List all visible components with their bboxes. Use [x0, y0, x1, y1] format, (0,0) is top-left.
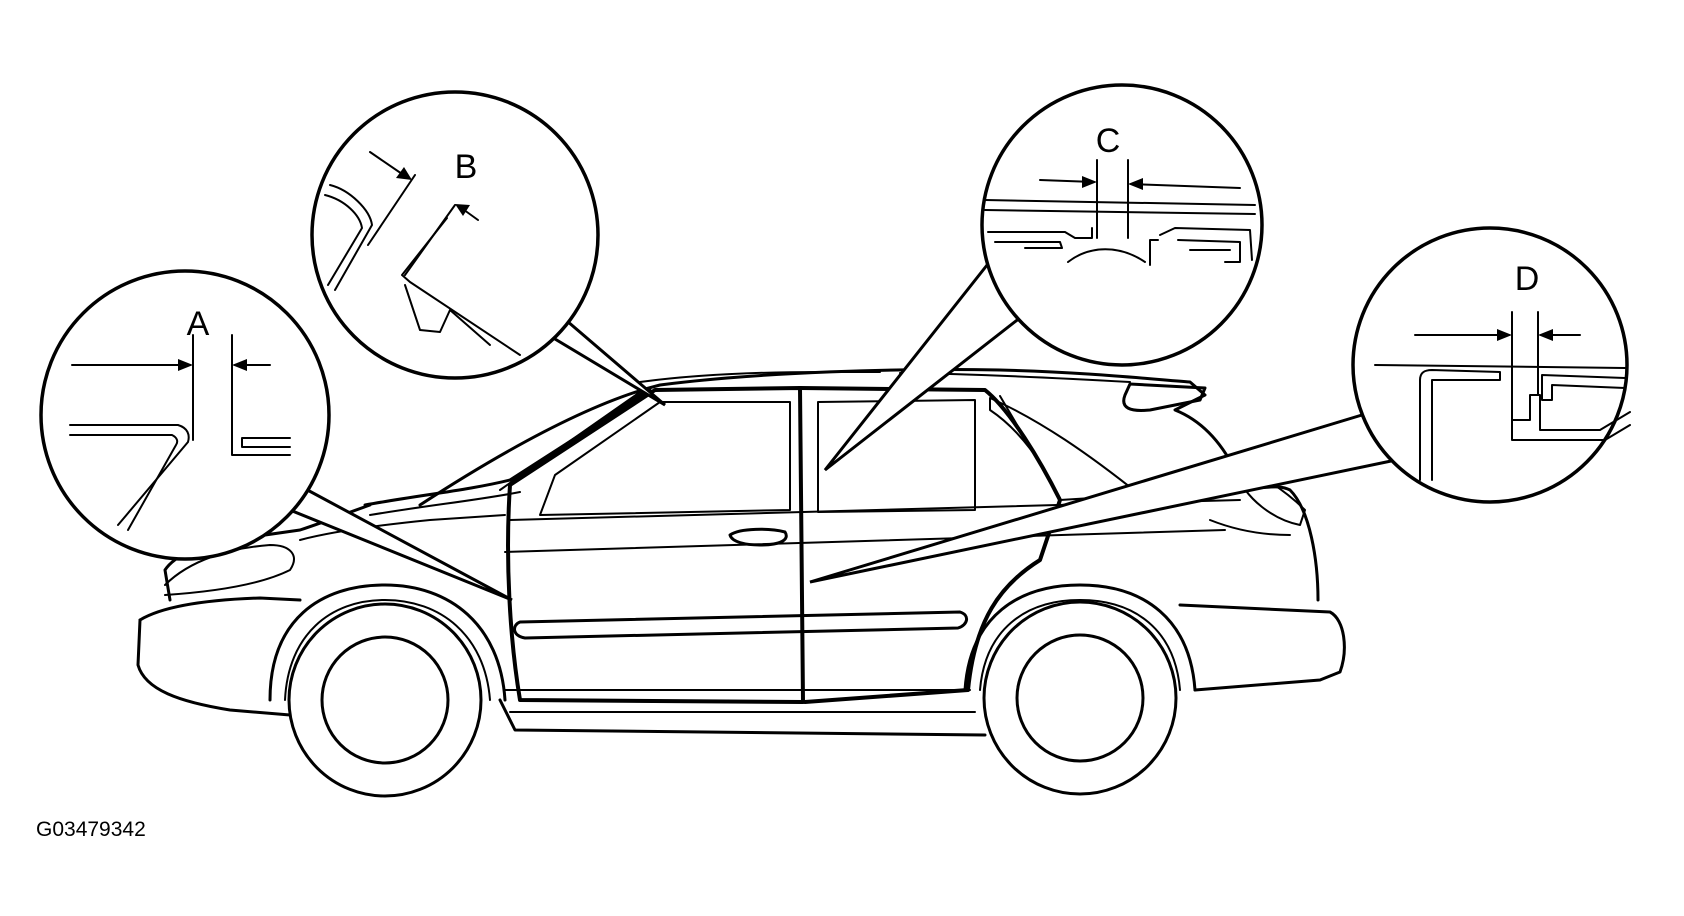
rear-quarter — [1209, 519, 1291, 536]
figure-id: G03479342 — [36, 818, 146, 841]
callout-c-top-line-2 — [984, 209, 1256, 215]
callout-d-circle — [1351, 226, 1629, 504]
callout-b-gap-line-1 — [367, 174, 416, 246]
callout-b-gap-line-2 — [404, 204, 456, 276]
callout-a-label: A — [187, 305, 210, 343]
front-bumper-upper — [138, 596, 302, 622]
callout-a-panel-right-2 — [241, 437, 291, 448]
front-door-outline — [506, 386, 805, 704]
callout-c-arrowhead-right — [1128, 178, 1143, 190]
callout-d-arrowhead-left — [1497, 329, 1512, 341]
front-wheel-rim — [320, 635, 450, 765]
callout-c-panel-right — [1159, 227, 1253, 263]
callout-b: B — [310, 90, 600, 380]
c-pillar — [999, 395, 1061, 499]
rear-wheel-rim — [1015, 633, 1145, 763]
callout-c-circle — [980, 83, 1264, 367]
callout-c-seal — [1067, 248, 1146, 263]
front-door-window — [539, 401, 791, 516]
callout-b-circle — [310, 90, 600, 380]
door-mid-line — [504, 529, 1226, 553]
callout-d: D — [1351, 226, 1631, 504]
callout-b-label: B — [455, 148, 478, 186]
callout-d-panel-left — [1419, 369, 1501, 481]
callout-c-arrowhead-left — [1082, 176, 1097, 188]
rear-door-window — [817, 399, 976, 513]
callout-b-panel-right-2 — [404, 284, 491, 346]
roof-rail — [639, 371, 881, 383]
rear-wheel — [982, 600, 1178, 796]
callout-a-panel-left-2 — [69, 434, 179, 531]
front-wheel-arch-inner — [284, 599, 491, 701]
front-wheel — [287, 602, 483, 798]
callout-b-arrowhead-1 — [396, 167, 412, 180]
callout-leaders — [288, 252, 1423, 602]
rear-wheel-arch-inner — [979, 599, 1181, 691]
front-wheel-arch — [268, 583, 507, 702]
rear-spoiler — [1122, 382, 1207, 412]
callout-c-arrow-right — [1130, 183, 1241, 189]
front-lower-bumper — [136, 618, 292, 717]
callout-d-top-line — [1374, 364, 1626, 369]
callout-c-label: C — [1096, 122, 1121, 160]
hood-line — [363, 388, 652, 507]
callout-a-circle — [39, 269, 331, 561]
callout-d-panel-right — [1541, 374, 1626, 401]
callout-b-arrowhead-2 — [455, 204, 470, 216]
callout-c-top-line — [984, 199, 1256, 206]
leader-a — [288, 483, 513, 602]
rear-bumper — [1178, 603, 1346, 692]
callout-c-panel-right-2 — [1149, 239, 1231, 266]
callout-c-panel-left — [987, 227, 1093, 249]
rocker-panel — [498, 698, 987, 737]
hood-crease — [369, 491, 521, 516]
callout-b-panel-left-2 — [324, 194, 363, 286]
callout-a-arrowhead-left — [178, 359, 193, 371]
leader-d — [809, 403, 1423, 584]
callout-d-lower-flange — [1511, 394, 1631, 431]
callout-c: C — [980, 83, 1264, 367]
callout-d-arrowhead-right — [1538, 329, 1553, 341]
side-molding — [513, 610, 968, 640]
front-door-handle — [728, 527, 788, 547]
a-pillar — [499, 391, 641, 491]
callout-a-arrowhead-right — [232, 359, 247, 371]
callout-d-lower-flange-2 — [1511, 419, 1631, 441]
rear-door-outline — [798, 386, 1062, 704]
callout-a-panel-left — [69, 424, 190, 526]
callout-d-label: D — [1515, 260, 1540, 298]
callout-a: A — [39, 269, 331, 561]
rear-quarter-window — [989, 397, 1141, 501]
callout-b-arrow-1 — [369, 151, 406, 177]
callout-b-panel-left — [329, 184, 373, 291]
